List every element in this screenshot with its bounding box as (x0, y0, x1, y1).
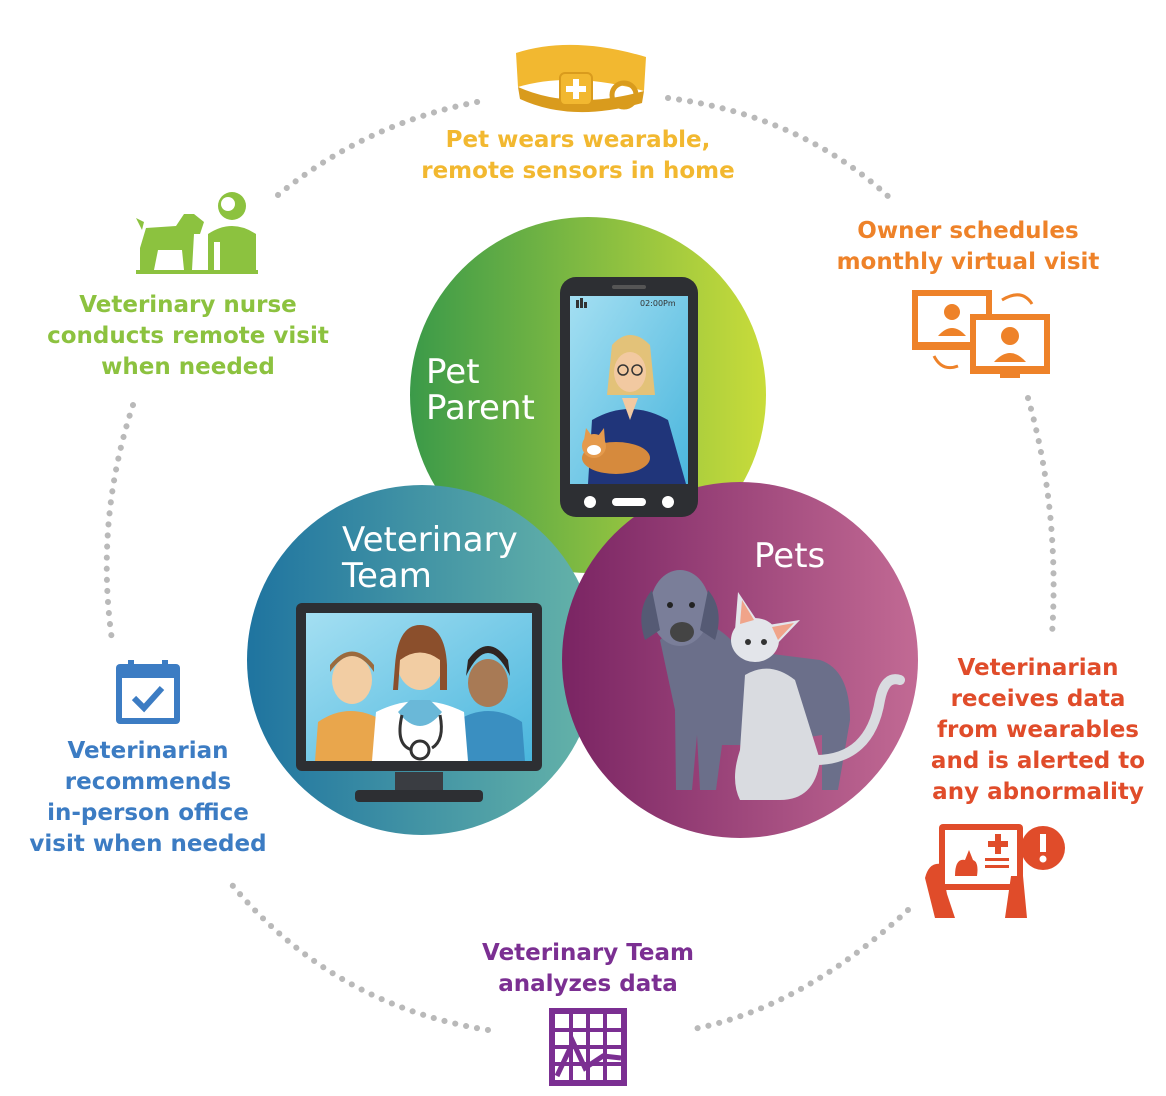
step-label-line: Pet wears wearable, (445, 127, 711, 153)
step-label-wearable: Pet wears wearable, remote sensors in ho… (378, 125, 778, 187)
step-label-line: Veterinary nurse (79, 292, 297, 318)
step-label-schedule: Owner schedules monthly virtual visit (818, 216, 1118, 278)
calendar-check-icon (116, 660, 180, 724)
circle-title-pets: Pets (754, 538, 825, 574)
step-label-line: when needed (101, 354, 275, 380)
step-label-veterinarian-alert: Veterinarian receives data from wearable… (913, 653, 1163, 808)
step-label-line: Owner schedules (857, 218, 1079, 244)
phone-icon (560, 277, 698, 517)
nurse-dog-icon (136, 192, 258, 274)
ring-segment-right (1025, 395, 1057, 638)
pets-illustration-icon (641, 570, 905, 800)
chart-grid-icon (549, 1008, 627, 1086)
tablet-alert-icon (925, 824, 1065, 918)
ring-segment-bottom-right (685, 907, 911, 1033)
step-label-line: Veterinarian (957, 655, 1119, 681)
step-label-line: any abnormality (932, 779, 1144, 805)
step-label-line: visit when needed (29, 831, 267, 857)
step-label-line: analyzes data (498, 971, 678, 997)
step-label-office-visit: Veterinarian recommends in-person office… (20, 736, 276, 860)
ring-segment-bottom-left (225, 877, 491, 1033)
monitor-icon (296, 603, 542, 802)
step-label-line: recommends (64, 769, 232, 795)
circle-title-line: Veterinary (342, 520, 518, 560)
circle-title-line: Parent (426, 388, 535, 428)
step-label-line: Veterinary Team (482, 940, 694, 966)
video-call-icon (912, 290, 1050, 378)
step-label-line: conducts remote visit (47, 323, 329, 349)
circle-title-line: Pet (426, 352, 480, 392)
step-label-line: remote sensors in home (421, 158, 735, 184)
circle-title-line: Team (342, 556, 432, 596)
step-label-line: in-person office (47, 800, 249, 826)
dotted-ring (103, 95, 1057, 1033)
step-label-line: Veterinarian (67, 738, 229, 764)
step-label-line: monthly virtual visit (836, 249, 1100, 275)
circle-title-veterinary-team: Veterinary Team (342, 522, 518, 594)
step-label-nurse-visit: Veterinary nurse conducts remote visit w… (38, 290, 338, 383)
ring-segment-top-right (665, 95, 893, 201)
ring-segment-left (103, 402, 136, 643)
step-label-line: receives data (950, 686, 1126, 712)
circle-title-pet-parent: Pet Parent (426, 354, 535, 426)
step-label-line: and is alerted to (930, 748, 1146, 774)
step-label-line: from wearables (937, 717, 1139, 743)
circle-title-line: Pets (754, 536, 826, 576)
phone-time: 02:00Pm (640, 299, 676, 308)
collar-icon (516, 44, 646, 113)
step-label-analyze: Veterinary Team analyzes data (448, 938, 728, 1000)
